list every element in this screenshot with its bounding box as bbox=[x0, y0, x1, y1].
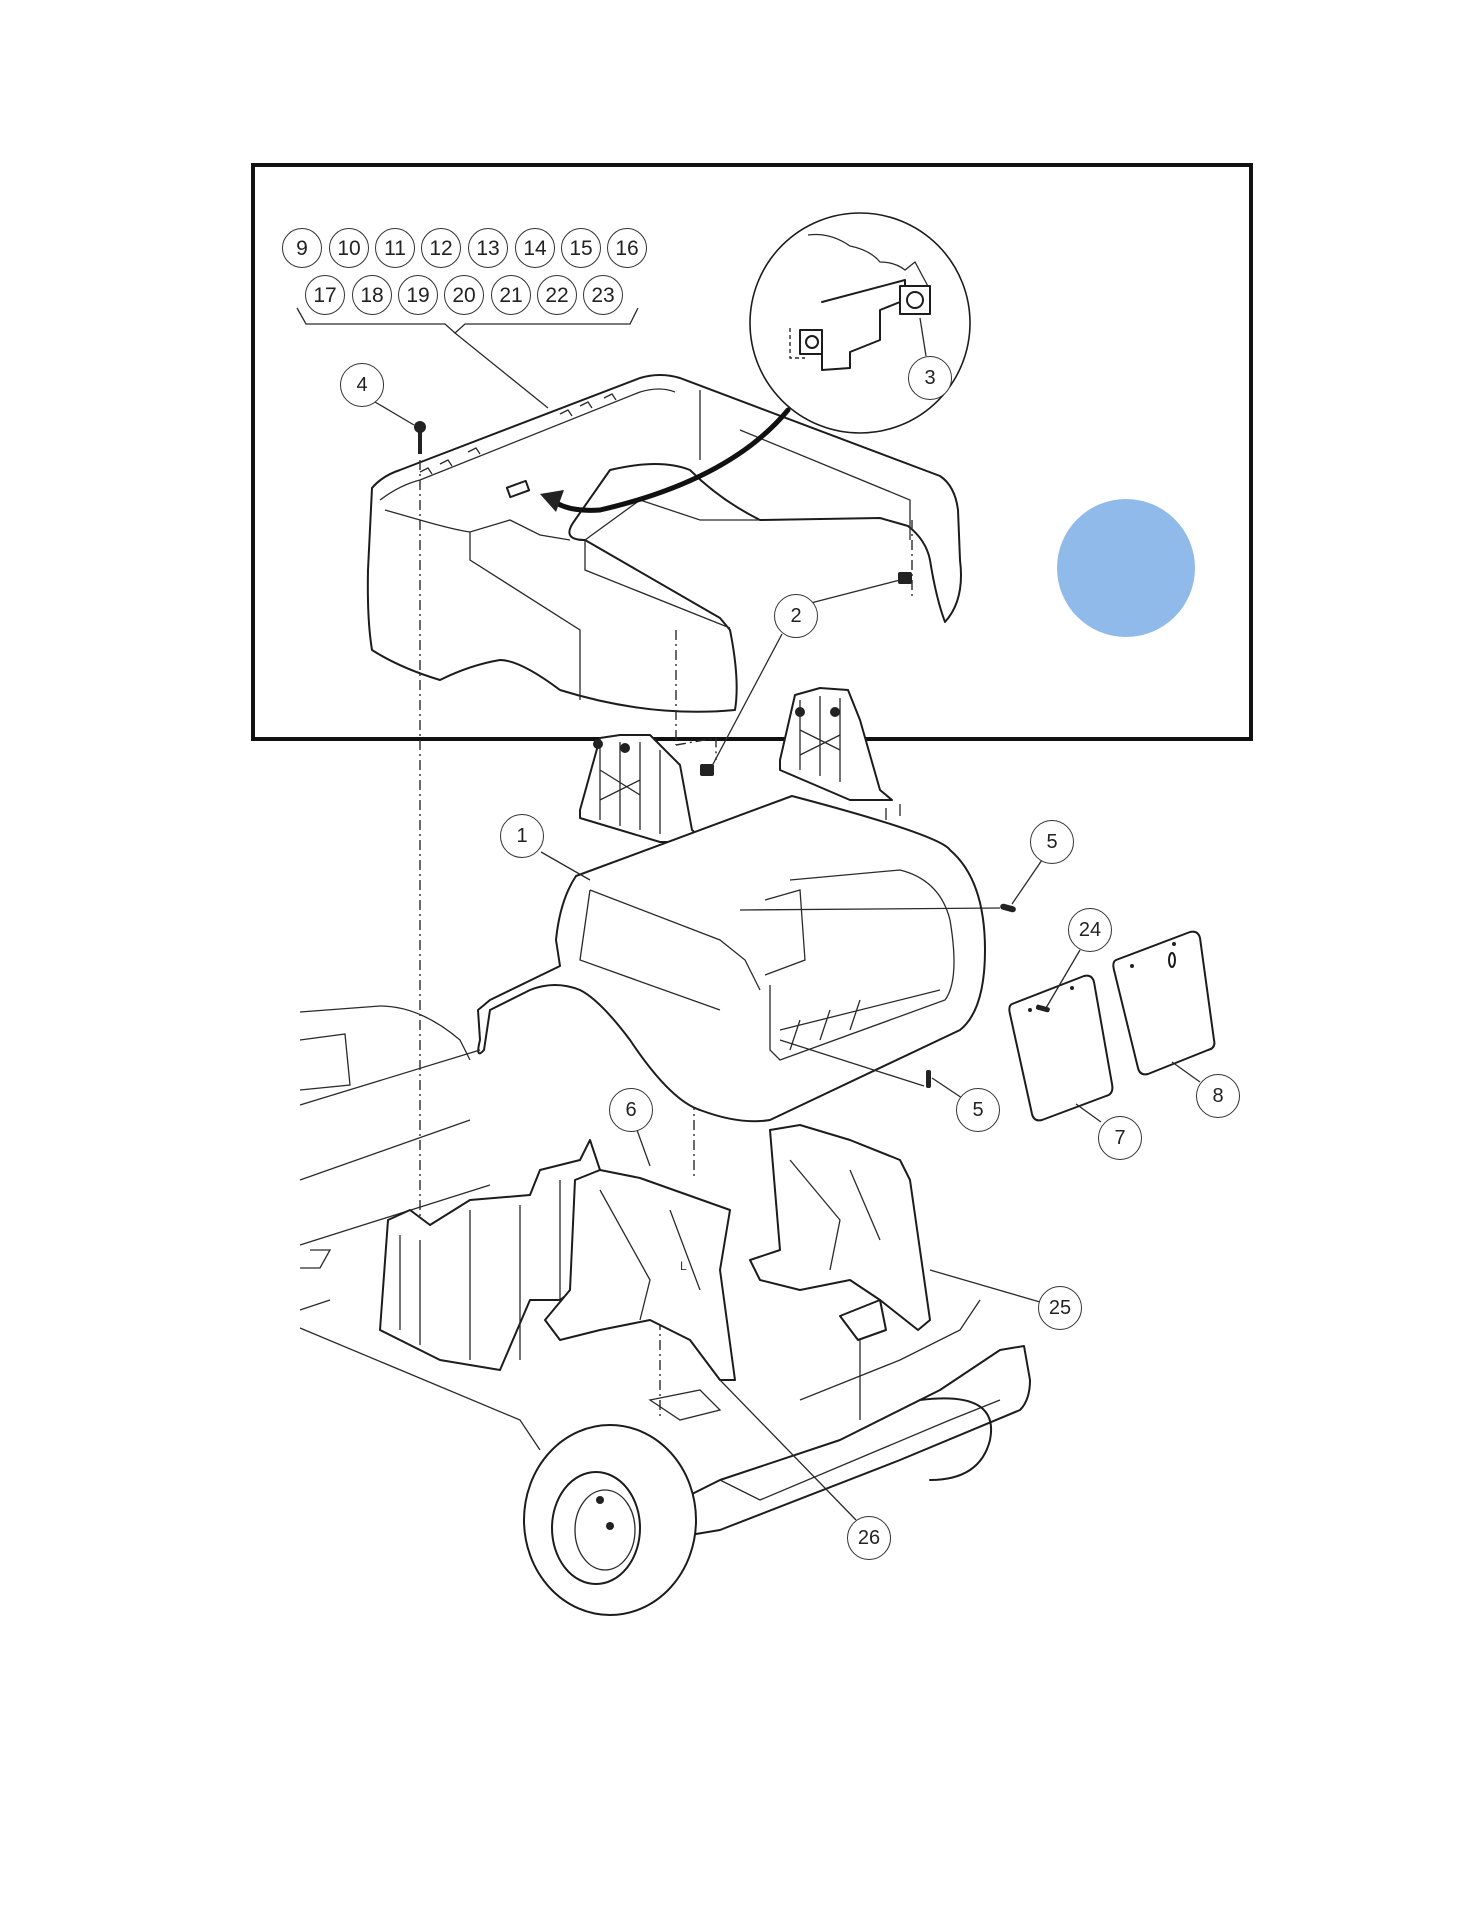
detail-view-circle bbox=[749, 212, 971, 434]
callout-12[interactable]: 12 bbox=[421, 228, 461, 268]
callout-8[interactable]: 8 bbox=[1196, 1074, 1240, 1118]
callout-13[interactable]: 13 bbox=[468, 228, 508, 268]
callout-9[interactable]: 9 bbox=[282, 228, 322, 268]
callout-20[interactable]: 20 bbox=[444, 275, 484, 315]
callout-2[interactable]: 2 bbox=[774, 594, 818, 638]
callout-16[interactable]: 16 bbox=[607, 228, 647, 268]
callout-1[interactable]: 1 bbox=[500, 814, 544, 858]
callout-3[interactable]: 3 bbox=[908, 356, 952, 400]
callout-26[interactable]: 26 bbox=[847, 1516, 891, 1560]
callout-18[interactable]: 18 bbox=[352, 275, 392, 315]
callout-6[interactable]: 6 bbox=[609, 1088, 653, 1132]
screw-5-lower-icon bbox=[926, 1070, 931, 1088]
screw-4-icon bbox=[414, 421, 426, 454]
rear-wheel-right bbox=[919, 1397, 993, 1481]
rear-frame-bumper bbox=[648, 1299, 1031, 1541]
battery-hold-down-right bbox=[749, 1124, 931, 1331]
seat-retainer-tabs bbox=[419, 393, 617, 475]
callout-24[interactable]: 24 bbox=[1068, 908, 1112, 952]
chassis-platform-left bbox=[299, 1005, 541, 1451]
callout-23[interactable]: 23 bbox=[583, 275, 623, 315]
inset-frame bbox=[251, 163, 1253, 741]
detail-arrow bbox=[540, 407, 791, 513]
seat-hinge-bracket-right bbox=[779, 687, 893, 801]
callout-11[interactable]: 11 bbox=[375, 228, 415, 268]
rear-wheel-left bbox=[523, 1424, 697, 1616]
battery-hold-down-center: L bbox=[544, 1169, 736, 1381]
callout-4[interactable]: 4 bbox=[340, 363, 384, 407]
callout-5-lower[interactable]: 5 bbox=[956, 1088, 1000, 1132]
panel-7 bbox=[1008, 974, 1114, 1122]
callout-21[interactable]: 21 bbox=[491, 275, 531, 315]
leader-lines bbox=[374, 401, 1201, 1521]
callout-25[interactable]: 25 bbox=[1038, 1286, 1082, 1330]
side-marker-l: L bbox=[680, 1259, 687, 1273]
rear-body-part-1 bbox=[477, 795, 986, 1123]
callout-22[interactable]: 22 bbox=[537, 275, 577, 315]
highlight-marker bbox=[1057, 499, 1195, 637]
seat-hinge-bracket-left bbox=[579, 734, 707, 843]
callout-17[interactable]: 17 bbox=[305, 275, 345, 315]
callout-19[interactable]: 19 bbox=[398, 275, 438, 315]
callout-7[interactable]: 7 bbox=[1098, 1116, 1142, 1160]
clip-2-icon bbox=[700, 572, 912, 776]
callout-15[interactable]: 15 bbox=[561, 228, 601, 268]
panel-8 bbox=[1112, 930, 1216, 1076]
callout-group-bracket bbox=[296, 307, 639, 409]
callout-5-upper[interactable]: 5 bbox=[1030, 820, 1074, 864]
callout-10[interactable]: 10 bbox=[329, 228, 369, 268]
callout-14[interactable]: 14 bbox=[515, 228, 555, 268]
screw-5-upper-icon bbox=[1000, 903, 1016, 913]
battery-tray-left bbox=[379, 1139, 601, 1371]
seat-shell bbox=[366, 374, 962, 713]
